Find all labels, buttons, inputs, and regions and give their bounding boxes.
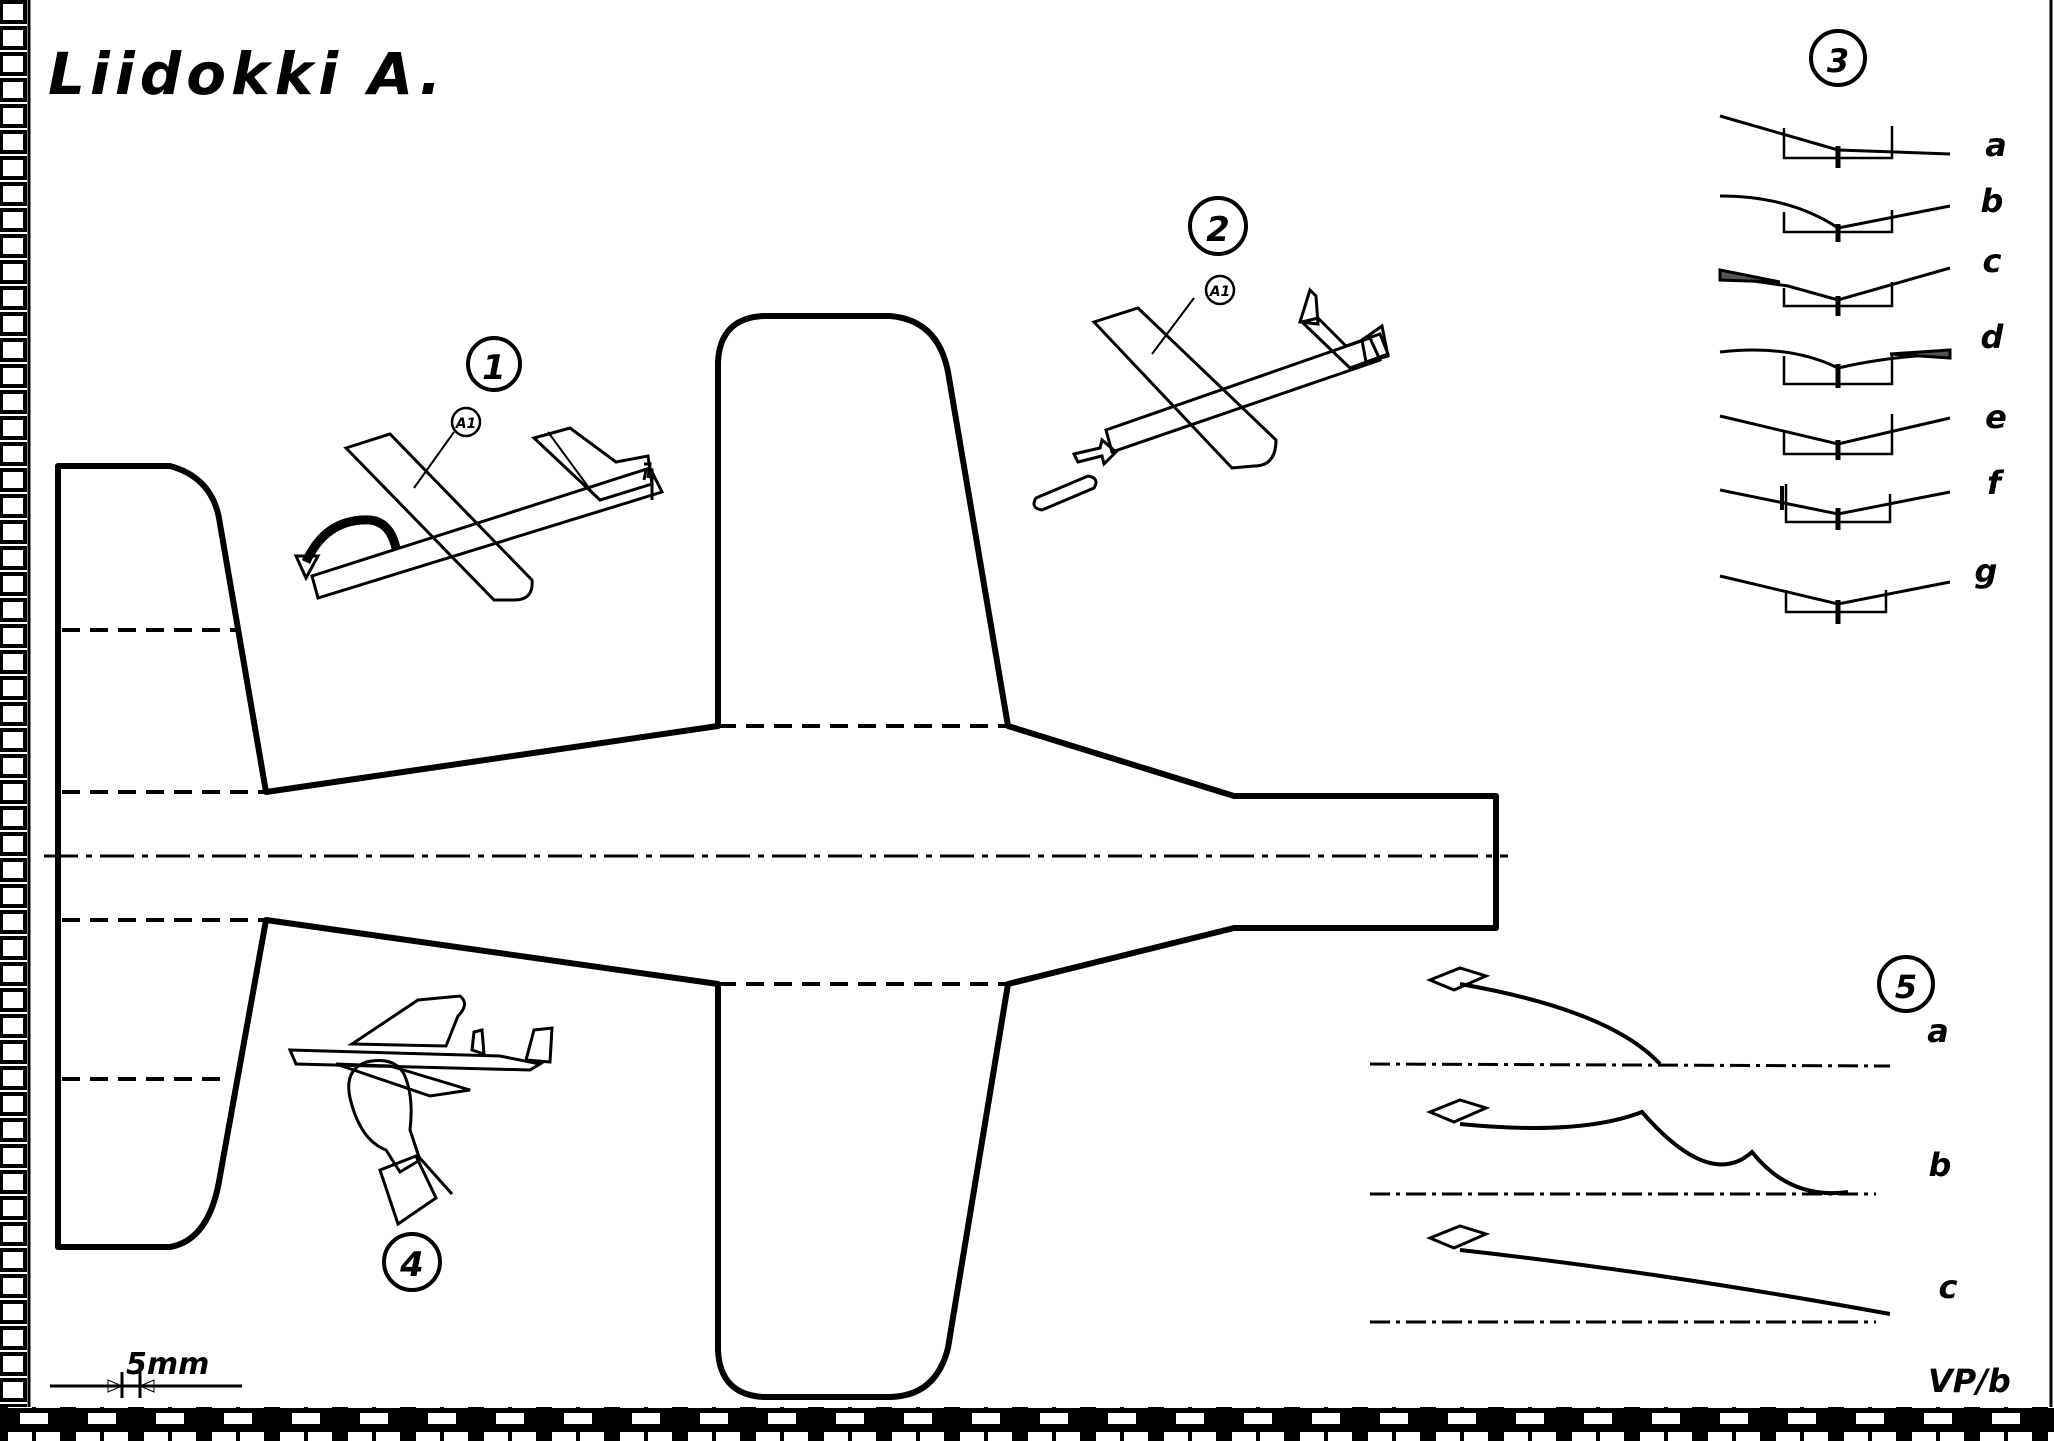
svg-text:A1: A1 xyxy=(455,416,477,432)
step-5-number: 5 xyxy=(1895,968,1917,1006)
step-2-badge xyxy=(1188,196,1248,256)
glider-pattern xyxy=(44,313,1508,1400)
part-a1-badge-1 xyxy=(450,406,482,438)
step-3-number: 3 xyxy=(1827,42,1849,80)
step-4-badge xyxy=(382,1232,442,1292)
dihedral-label-b: b xyxy=(1981,182,2004,220)
dihedral-label-f: f xyxy=(1987,464,2005,502)
flight-label-b: b xyxy=(1929,1146,1952,1184)
pattern-outline xyxy=(55,313,1499,1400)
step-1-badge xyxy=(466,336,522,392)
signature: VP/b xyxy=(1928,1362,2011,1400)
dihedral-label-g: g xyxy=(1975,552,1998,590)
dihedral-label-c: c xyxy=(1983,242,2002,280)
step-5-flight-tests: 5 a b c xyxy=(1369,955,1958,1324)
step-3-dihedral: 3 xyxy=(1718,29,2007,624)
step-4-illustration: 4 xyxy=(287,994,554,1292)
step-1-illustration: 1 A1 xyxy=(293,336,665,602)
step-4-number: 4 xyxy=(399,1245,424,1285)
sheet-title: Liidokki A. xyxy=(48,40,446,108)
fold-lines xyxy=(62,628,1008,1081)
svg-text:A1: A1 xyxy=(1209,284,1231,300)
step-3-badge xyxy=(1809,29,1867,87)
flight-label-c: c xyxy=(1939,1268,1958,1306)
dihedral-label-a: a xyxy=(1985,126,2007,164)
dihedral-label-d: d xyxy=(1981,318,2005,356)
part-a1-badge-2 xyxy=(1204,274,1236,306)
step-1-number: 1 xyxy=(482,348,506,388)
left-ruler xyxy=(0,0,28,1407)
dihedral-label-e: e xyxy=(1985,398,2007,436)
step-2-illustration: 2 A1 xyxy=(1032,196,1390,512)
bottom-ruler xyxy=(0,1407,2054,1441)
scale-bar: 5mm xyxy=(50,1347,242,1398)
flight-label-a: a xyxy=(1927,1012,1949,1050)
step-2-number: 2 xyxy=(1206,210,1230,250)
step-5-badge xyxy=(1877,955,1935,1013)
